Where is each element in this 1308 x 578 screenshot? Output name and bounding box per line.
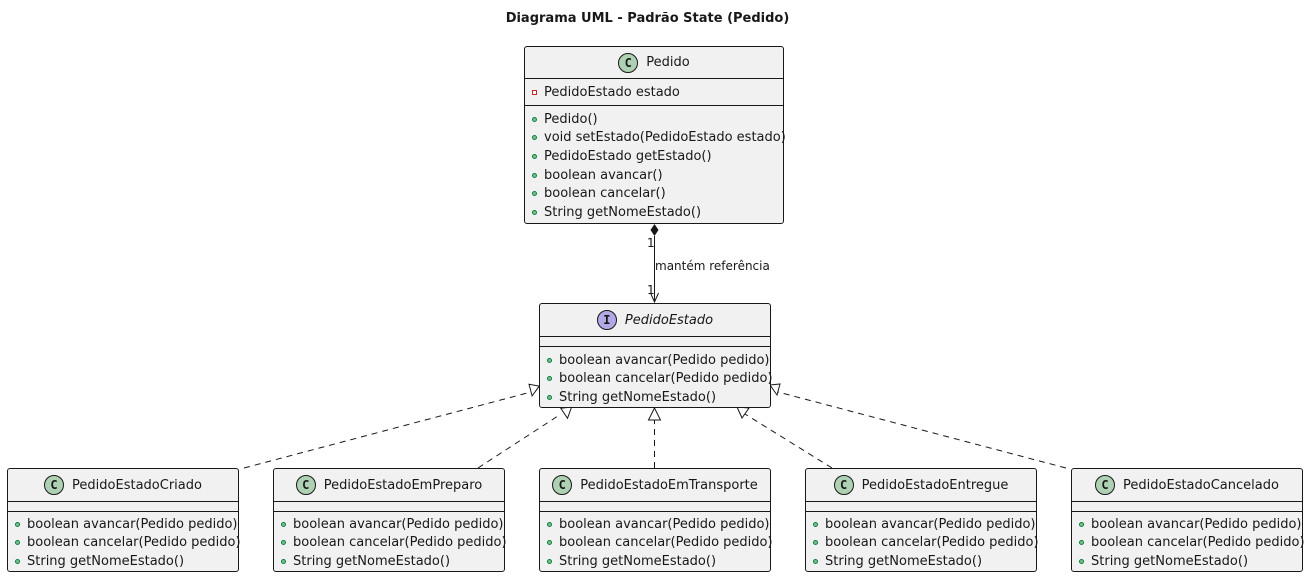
- method-row: Pedido(): [525, 110, 783, 129]
- fields-section: [8, 501, 238, 511]
- methods-section: boolean avancar(Pedido pedido) boolean c…: [274, 511, 507, 571]
- fields-section: PedidoEstado estado: [525, 78, 783, 105]
- class-name: PedidoEstadoEntregue: [861, 477, 1009, 493]
- method-row: boolean cancelar(Pedido pedido): [274, 534, 507, 553]
- method-row: boolean avancar(): [525, 166, 783, 185]
- public-visibility-icon: [547, 376, 552, 382]
- methods-section: boolean avancar(Pedido pedido) boolean c…: [806, 511, 1039, 571]
- class-stereotype-icon: C: [295, 475, 316, 495]
- method-row: boolean cancelar(): [525, 184, 783, 203]
- class-pedidoestadocancelado[interactable]: C PedidoEstadoCancelado boolean avancar(…: [1071, 468, 1305, 572]
- method-row: boolean avancar(Pedido pedido): [8, 515, 238, 534]
- method-row: String getNomeEstado(): [8, 552, 238, 571]
- public-visibility-icon: [15, 558, 20, 564]
- interface-name: PedidoEstado: [624, 312, 714, 328]
- composition-association: [650, 224, 659, 304]
- realization-emtransporte: [647, 406, 662, 468]
- method-row: String getNomeEstado(): [806, 552, 1036, 571]
- interface-stereotype-icon: I: [596, 310, 617, 330]
- public-visibility-icon: [547, 357, 552, 363]
- method-row: boolean cancelar(Pedido pedido): [540, 534, 773, 553]
- public-visibility-icon: [532, 191, 537, 197]
- class-stereotype-icon: C: [552, 475, 573, 495]
- fields-section: [1072, 501, 1302, 511]
- public-visibility-icon: [532, 209, 537, 215]
- class-pedidoestadoentregue[interactable]: C PedidoEstadoEntregue boolean avancar(P…: [805, 468, 1039, 572]
- methods-section: boolean avancar(Pedido pedido) boolean c…: [540, 511, 773, 571]
- fields-section: [540, 501, 770, 511]
- method-row: boolean avancar(Pedido pedido): [540, 515, 770, 534]
- public-visibility-icon: [532, 153, 537, 159]
- method-row: boolean cancelar(Pedido pedido): [540, 370, 773, 389]
- class-stereotype-icon: C: [44, 475, 65, 495]
- method-row: boolean avancar(Pedido pedido): [1072, 515, 1302, 534]
- method-row: String getNomeEstado(): [540, 388, 770, 407]
- realization-entregue: [736, 406, 833, 469]
- target-multiplicity: 1: [647, 283, 655, 297]
- public-visibility-icon: [532, 135, 537, 141]
- fields-section: [274, 501, 504, 511]
- method-row: boolean avancar(Pedido pedido): [274, 515, 504, 534]
- class-name: PedidoEstadoEmPreparo: [323, 477, 483, 493]
- class-name: Pedido: [646, 55, 690, 70]
- realization-criado: [243, 383, 541, 469]
- method-row: void setEstado(PedidoEstado estado): [525, 129, 786, 148]
- method-row: String getNomeEstado(): [1072, 552, 1302, 571]
- fields-section: [540, 336, 770, 346]
- methods-section: boolean avancar(Pedido pedido) boolean c…: [8, 511, 241, 571]
- public-visibility-icon: [15, 540, 20, 546]
- association-label: mantém referência: [655, 259, 770, 273]
- method-row: String getNomeEstado(): [525, 203, 783, 222]
- method-row: boolean avancar(Pedido pedido): [806, 515, 1036, 534]
- method-row: boolean cancelar(Pedido pedido): [8, 534, 241, 553]
- class-pedidoestadocriado[interactable]: C PedidoEstadoCriado boolean avancar(Ped…: [7, 468, 241, 572]
- public-visibility-icon: [813, 521, 818, 527]
- public-visibility-icon: [813, 540, 818, 546]
- class-stereotype-icon: C: [618, 52, 639, 73]
- realization-empreparo: [477, 406, 573, 469]
- methods-section: boolean avancar(Pedido pedido) boolean c…: [1072, 511, 1305, 571]
- public-visibility-icon: [281, 521, 286, 527]
- class-name: PedidoEstadoCriado: [72, 477, 202, 493]
- class-stereotype-icon: C: [1095, 475, 1116, 495]
- diagram-title: Diagrama UML - Padrão State (Pedido): [505, 11, 790, 26]
- association-arrowhead: [650, 292, 659, 304]
- class-name: PedidoEstadoEmTransporte: [580, 477, 758, 493]
- public-visibility-icon: [532, 116, 537, 122]
- method-row: String getNomeEstado(): [274, 552, 504, 571]
- methods-section: boolean avancar(Pedido pedido) boolean c…: [540, 346, 773, 407]
- class-stereotype-icon: C: [833, 475, 854, 495]
- method-row: PedidoEstado getEstado(): [525, 147, 783, 166]
- public-visibility-icon: [532, 172, 537, 178]
- class-pedidoestadoemtransporte[interactable]: C PedidoEstadoEmTransporte boolean avanc…: [539, 468, 773, 572]
- public-visibility-icon: [281, 558, 286, 564]
- private-visibility-icon: [532, 89, 537, 95]
- public-visibility-icon: [547, 540, 552, 546]
- public-visibility-icon: [15, 521, 20, 527]
- source-multiplicity: 1: [647, 236, 655, 250]
- public-visibility-icon: [813, 558, 818, 564]
- public-visibility-icon: [1079, 521, 1084, 527]
- public-visibility-icon: [547, 521, 552, 527]
- class-pedido[interactable]: C Pedido PedidoEstado estado Pedido() vo…: [524, 46, 786, 224]
- methods-section: Pedido() void setEstado(PedidoEstado est…: [525, 105, 786, 222]
- method-row: boolean avancar(Pedido pedido): [540, 351, 770, 370]
- method-row: boolean cancelar(Pedido pedido): [806, 534, 1039, 553]
- field-row: PedidoEstado estado: [525, 83, 783, 102]
- realization-cancelado: [769, 383, 1067, 469]
- composition-diamond: [650, 224, 659, 236]
- public-visibility-icon: [547, 394, 552, 400]
- public-visibility-icon: [1079, 540, 1084, 546]
- interface-pedidoestado[interactable]: I PedidoEstado boolean avancar(Pedido pe…: [539, 303, 773, 408]
- class-pedidoestadoempreparo[interactable]: C PedidoEstadoEmPreparo boolean avancar(…: [273, 468, 507, 572]
- public-visibility-icon: [281, 540, 286, 546]
- public-visibility-icon: [547, 558, 552, 564]
- method-row: boolean cancelar(Pedido pedido): [1072, 534, 1305, 553]
- fields-section: [806, 501, 1036, 511]
- class-name: PedidoEstadoCancelado: [1123, 477, 1279, 493]
- method-row: String getNomeEstado(): [540, 552, 770, 571]
- public-visibility-icon: [1079, 558, 1084, 564]
